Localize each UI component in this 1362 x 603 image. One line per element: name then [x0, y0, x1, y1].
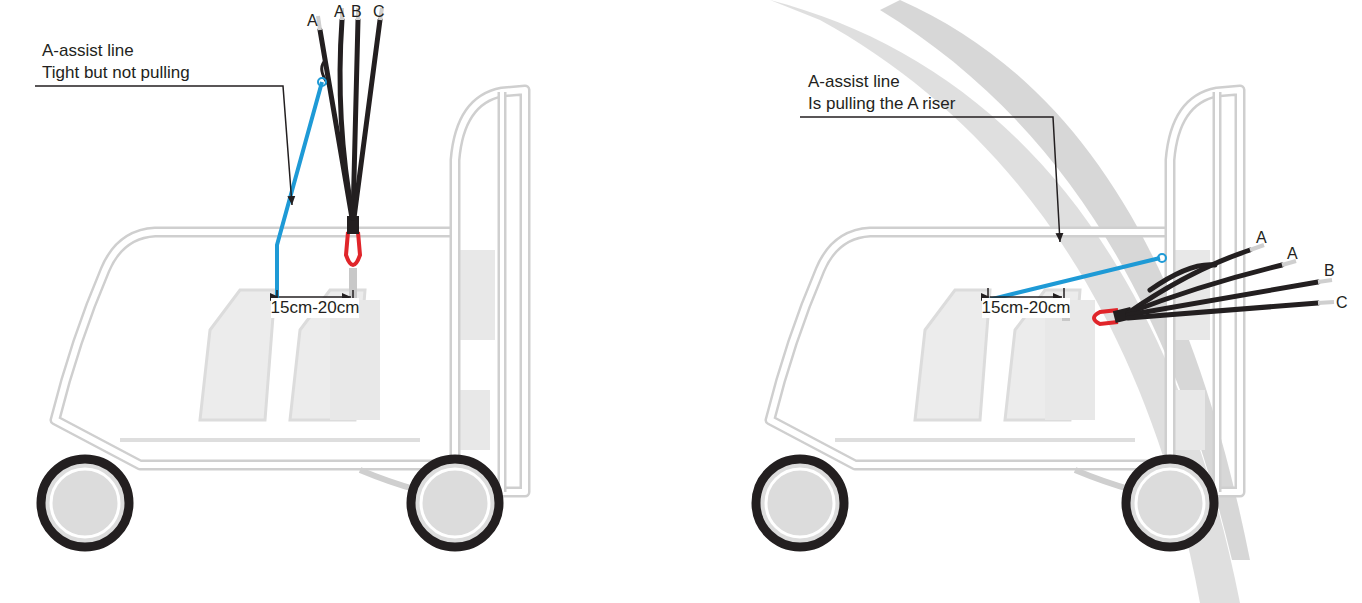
- riser-letter: B: [351, 3, 362, 21]
- riser-letter: A: [1256, 229, 1267, 247]
- callout-text: Is pulling the A riser: [808, 94, 955, 114]
- callout-text: A-assist line: [42, 41, 134, 61]
- dimension-label: 15cm-20cm: [271, 298, 360, 318]
- leader-line: [35, 86, 292, 205]
- leader-line: [800, 117, 1060, 242]
- riser-letter: A: [307, 12, 318, 30]
- callout-text: Tight but not pulling: [42, 63, 190, 83]
- riser-letter: C: [1336, 294, 1348, 312]
- riser-letter: B: [1324, 262, 1335, 280]
- riser-letter: A: [334, 3, 345, 21]
- trike-right: [756, 90, 1240, 547]
- riser-left: [277, 8, 382, 312]
- a-assist-line: [277, 82, 322, 312]
- callout-text: A-assist line: [808, 72, 900, 92]
- dimension-label: 15cm-20cm: [982, 298, 1071, 318]
- riser-letter: C: [373, 3, 385, 21]
- trike-left: [41, 90, 525, 547]
- riser-letter: A: [1287, 245, 1298, 263]
